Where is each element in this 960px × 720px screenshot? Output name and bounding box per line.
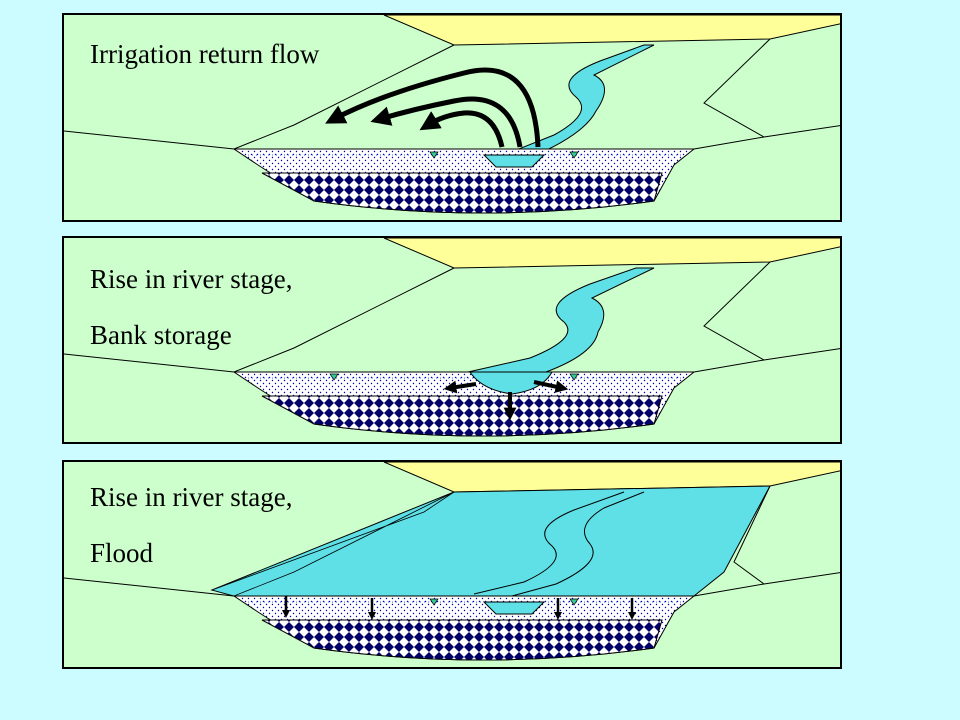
panel-3-label-line-1: Rise in river stage, [90,482,293,512]
water-table-symbol [569,598,579,606]
bank-storage-arrow-right [533,380,569,393]
terrain-line-left [64,267,455,373]
flood-water [210,485,771,597]
sand-strip [383,238,840,269]
panel-3-label-line-2: Flood [90,538,154,568]
sand-strip [383,15,840,46]
irrigation-diagram [64,15,840,214]
terrain-line-left [64,44,455,150]
aquifer-zone [261,172,663,214]
water-table-symbol [569,151,579,159]
panel-2-label-line-2: Bank storage [90,320,232,350]
channel-bank-left [473,491,625,595]
water-table-symbol [569,373,579,381]
sand-strip [383,462,840,493]
terrain-line-left [64,577,235,597]
flood-water-left-edge [210,491,455,597]
panel-flood: Rise in river stage, Flood [62,460,842,669]
river-pool [469,371,553,395]
panel-irrigation-return-flow: Irrigation return flow [62,13,842,222]
water-table-symbol [429,598,439,606]
return-flow-arrow-large [325,67,541,148]
panel-1-label-line-1: Irrigation return flow [90,39,320,69]
river-channel [467,267,655,373]
channel-bank-right [511,491,645,597]
river-pool [482,601,546,615]
terrain-line-right [693,38,840,150]
water-table-symbol [329,373,339,381]
panel-bank-storage: Rise in river stage, Bank storage [62,236,842,444]
bank-storage-diagram [64,238,840,437]
flood-diagram [64,462,840,661]
return-flow-arrow-small [419,110,505,148]
bank-storage-arrow-left [443,380,477,394]
return-flow-arrow-medium [370,96,523,148]
terrain-line-right [693,261,840,373]
panel-2-label-line-1: Rise in river stage, [90,264,293,294]
terrain-line-right [693,485,840,597]
aquifer-zone [261,619,663,661]
water-table-symbol [429,151,439,159]
river-pool [482,154,546,168]
aquifer-zone [261,395,663,437]
